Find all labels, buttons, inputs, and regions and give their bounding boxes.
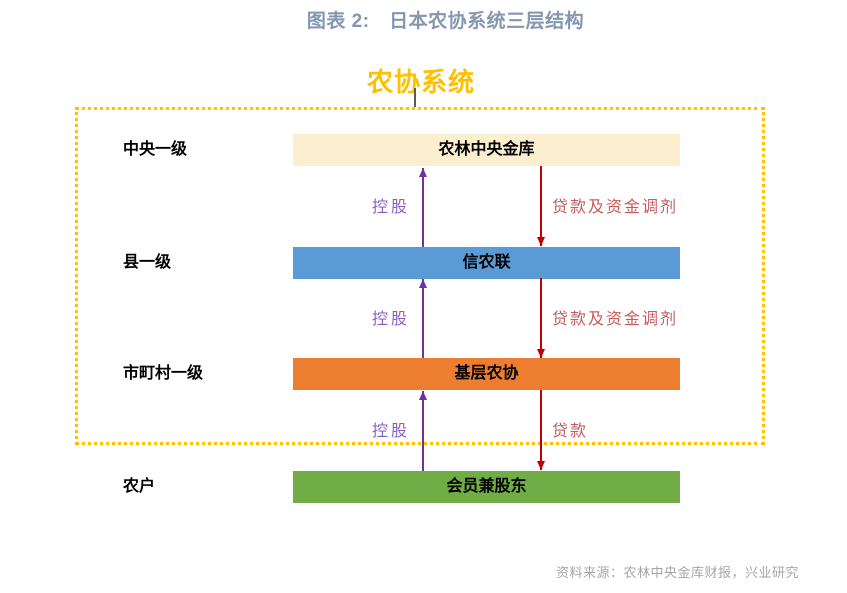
tier-label-central: 中央一级 <box>123 141 188 158</box>
up-arrow-icon-3 <box>419 391 427 471</box>
tier-label-prefecture: 县一级 <box>123 254 172 271</box>
down-arrow-icon-2 <box>537 278 545 358</box>
loan-label-3: 贷款 <box>552 421 589 440</box>
tier-label-farmer: 农户 <box>123 478 156 495</box>
box-member-shareholder: 会员兼股东 <box>293 471 680 503</box>
up-arrow-icon-1 <box>419 168 427 247</box>
up-arrow-icon-2 <box>419 279 427 358</box>
source-note: 资料来源：农林中央金库财报，兴业研究 <box>555 565 799 580</box>
loan-label-1: 贷款及资金调剂 <box>552 197 679 216</box>
system-boundary-box <box>75 107 765 445</box>
box-norinchukin-bank: 农林中央金库 <box>293 134 680 166</box>
holding-label-3: 控股 <box>371 421 410 440</box>
down-arrow-icon-3 <box>537 390 545 470</box>
label-leader-line <box>414 88 416 107</box>
down-arrow-icon-1 <box>537 166 545 246</box>
holding-label-1: 控股 <box>371 197 410 216</box>
figure-title: 图表 2: 日本农协系统三层结构 <box>306 11 585 32</box>
holding-label-2: 控股 <box>371 309 410 328</box>
tier-label-municipal: 市町村一级 <box>123 365 204 382</box>
loan-label-2: 贷款及资金调剂 <box>552 309 679 328</box>
box-grassroots-coop: 基层农协 <box>293 358 680 390</box>
box-shinnoren: 信农联 <box>293 247 680 279</box>
system-label: 农协系统 <box>366 67 476 97</box>
